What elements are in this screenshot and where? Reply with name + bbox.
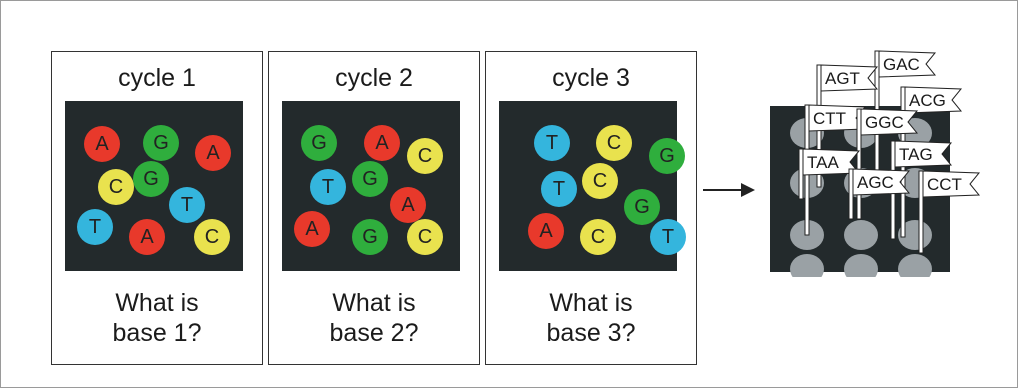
base-A-circle: A — [294, 211, 330, 247]
base-A-circle: A — [390, 187, 426, 223]
flag-sequence-label: ACG — [909, 91, 946, 110]
flag-sequence-label: CCT — [927, 175, 962, 194]
flag-sequence-label: GAC — [883, 55, 920, 74]
base-C-circle: C — [582, 163, 618, 199]
base-G-circle: G — [352, 161, 388, 197]
base-T-circle: T — [650, 219, 686, 255]
panel-title: cycle 1 — [118, 64, 196, 92]
base-C-circle: C — [407, 138, 443, 174]
base-C-circle: C — [407, 219, 443, 255]
array-spot — [790, 254, 824, 277]
base-T-circle: T — [541, 171, 577, 207]
panel-question: What is base 1? — [52, 288, 262, 348]
base-G-circle: G — [624, 189, 660, 225]
base-G-circle: G — [649, 138, 685, 174]
question-line-2: base 2? — [329, 319, 419, 347]
flag-banner — [802, 148, 861, 176]
base-C-circle: C — [194, 219, 230, 255]
question-line-2: base 3? — [546, 319, 636, 347]
flag-banner — [904, 86, 963, 114]
base-T-circle: T — [310, 169, 346, 205]
base-A-circle: A — [364, 125, 400, 161]
panel-question: What is base 2? — [269, 288, 479, 348]
base-G-circle: G — [143, 125, 179, 161]
read-flag: AGC — [848, 168, 911, 220]
question-line-1: What is — [332, 289, 416, 317]
base-T-circle: T — [169, 187, 205, 223]
flag-pole — [798, 148, 804, 200]
read-flags: GAC AGT ACG CTT GGC TAA TAG AGC CCT — [798, 50, 981, 254]
array-spot — [844, 220, 878, 250]
flag-sequence-label: AGC — [857, 173, 894, 192]
base-A-circle: A — [528, 213, 564, 249]
base-G-circle: G — [301, 125, 337, 161]
base-G-circle: G — [352, 219, 388, 255]
flag-pole — [856, 108, 862, 220]
flag-sequence-label: GGC — [865, 113, 904, 132]
base-A-circle: A — [195, 135, 231, 171]
flag-banner — [894, 140, 953, 168]
base-T-circle: T — [534, 125, 570, 161]
base-C-circle: C — [580, 219, 616, 255]
arrow-right-icon — [703, 183, 755, 197]
flag-pole — [848, 168, 854, 220]
base-A-circle: A — [84, 126, 120, 162]
flag-banner — [922, 170, 981, 198]
question-line-2: base 1? — [112, 319, 202, 347]
read-flag: TAA — [798, 148, 861, 200]
base-G-circle: G — [133, 161, 169, 197]
flag-pole — [918, 170, 924, 254]
base-T-circle: T — [77, 209, 113, 245]
base-C-circle: C — [596, 125, 632, 161]
flag-banner — [852, 168, 911, 196]
question-line-1: What is — [115, 289, 199, 317]
base-A-circle: A — [129, 219, 165, 255]
read-flag: CCT — [918, 170, 981, 254]
base-C-circle: C — [98, 169, 134, 205]
array-spot — [898, 254, 932, 277]
question-line-1: What is — [549, 289, 633, 317]
flag-banner — [878, 50, 937, 78]
flag-sequence-label: CTT — [813, 109, 846, 128]
sequence-read-array: GAC AGT ACG CTT GGC TAA TAG AGC CCT — [770, 50, 981, 277]
array-spot — [844, 254, 878, 277]
panel-title: cycle 2 — [335, 64, 413, 92]
flag-sequence-label: TAA — [807, 153, 839, 172]
panel-question: What is base 3? — [486, 288, 696, 348]
flag-banner — [820, 64, 879, 92]
flag-banner — [860, 108, 919, 136]
read-flag: GGC — [856, 108, 919, 220]
panel-title: cycle 3 — [552, 64, 630, 92]
flag-sequence-label: TAG — [899, 145, 933, 164]
flag-sequence-label: AGT — [825, 69, 860, 88]
